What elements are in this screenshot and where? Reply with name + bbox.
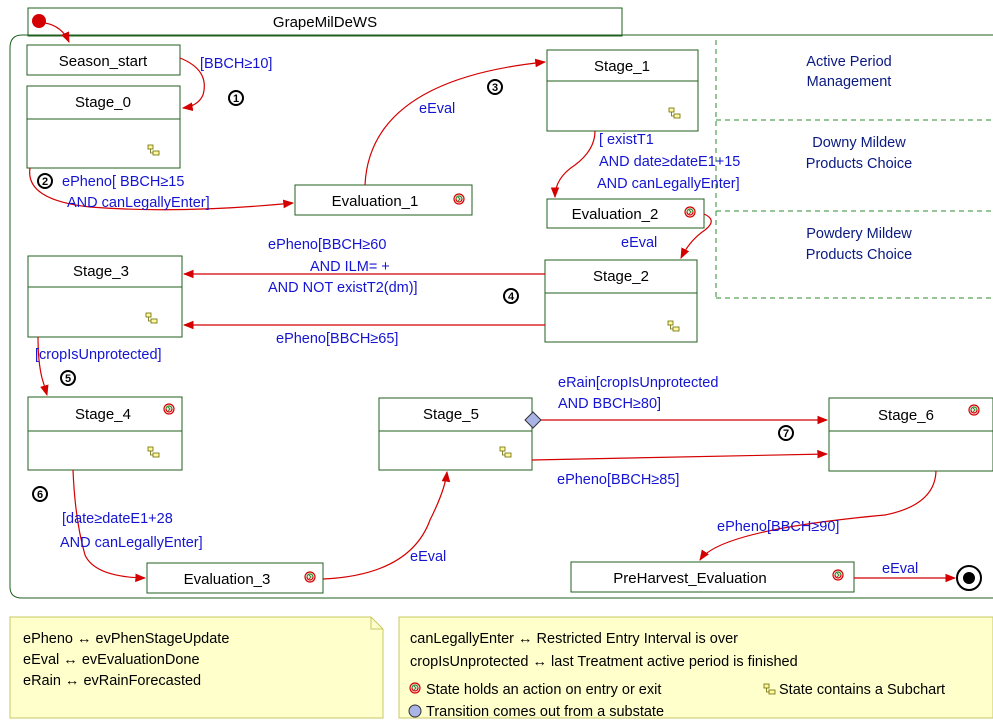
svg-text:7: 7 bbox=[783, 428, 789, 440]
zone-3-line1: Powdery Mildew bbox=[806, 226, 912, 242]
label-epheno65: ePheno[BBCH≥65] bbox=[276, 331, 398, 347]
state-evaluation-2-label: Evaluation_2 bbox=[572, 206, 659, 223]
step-marker-6: 6 bbox=[32, 486, 48, 502]
step-marker-7: 7 bbox=[778, 425, 794, 441]
step-marker-4: 4 bbox=[503, 288, 519, 304]
step-marker-1: 1 bbox=[228, 90, 244, 106]
state-stage-5[interactable]: Stage_5 bbox=[378, 397, 533, 471]
step-marker-3: 3 bbox=[487, 79, 503, 95]
action-icon bbox=[453, 193, 465, 205]
action-icon bbox=[304, 571, 316, 583]
svg-text:2: 2 bbox=[42, 176, 48, 188]
legend-event-2: eEval ↔ evEvaluationDone bbox=[23, 652, 200, 668]
transitions bbox=[29, 57, 957, 583]
legend-events-note: ePheno ↔ evPhenStageUpdate eEval ↔ evEva… bbox=[9, 616, 384, 719]
substate-transition-icon bbox=[524, 411, 542, 429]
title-tab: GrapeMilDeWS bbox=[27, 7, 623, 37]
step-marker-2: 2 bbox=[37, 173, 53, 189]
state-evaluation-1-label: Evaluation_1 bbox=[332, 193, 419, 210]
zone-1-line2: Management bbox=[807, 74, 892, 90]
label-bbch10: [BBCH≥10] bbox=[200, 56, 272, 72]
label-date28-b: AND canLegallyEnter] bbox=[60, 535, 203, 551]
state-preharvest-evaluation[interactable]: PreHarvest_Evaluation bbox=[570, 561, 855, 593]
zone-3-line2: Products Choice bbox=[806, 247, 912, 263]
diagram-title: GrapeMilDeWS bbox=[273, 14, 377, 31]
legend-subchart-text: State contains a Subchart bbox=[779, 682, 945, 698]
state-stage-4[interactable]: Stage_4 bbox=[27, 396, 183, 471]
state-stage-5-label: Stage_5 bbox=[423, 406, 479, 423]
label-epheno85: ePheno[BBCH≥85] bbox=[557, 472, 679, 488]
substate-transition-icon bbox=[408, 704, 422, 718]
label-existt1-c: AND canLegallyEnter] bbox=[597, 176, 740, 192]
svg-text:1: 1 bbox=[233, 93, 239, 105]
legend-meaning-note: canLegallyEnter ↔ Restricted Entry Inter… bbox=[398, 616, 993, 720]
zone-2-line1: Downy Mildew bbox=[812, 135, 906, 151]
action-icon bbox=[968, 404, 980, 416]
action-icon bbox=[163, 403, 175, 415]
legend-action-text: State holds an action on entry or exit bbox=[426, 682, 661, 698]
state-preharvest-label: PreHarvest_Evaluation bbox=[613, 570, 766, 587]
label-eval-s5: eEval bbox=[410, 549, 446, 565]
initial-state-icon bbox=[32, 14, 70, 43]
step-marker-5: 5 bbox=[60, 370, 76, 386]
label-existt1-b: AND date≥dateE1+15 bbox=[599, 154, 740, 170]
state-stage-0-label: Stage_0 bbox=[75, 94, 131, 111]
zone-1-line1: Active Period bbox=[806, 54, 891, 70]
zone-2-line2: Products Choice bbox=[806, 156, 912, 172]
label-epheno15-b: AND canLegallyEnter] bbox=[67, 195, 210, 211]
label-epheno15-a: ePheno[ BBCH≥15 bbox=[62, 174, 184, 190]
state-stage-2-label: Stage_2 bbox=[593, 268, 649, 285]
label-eval-final: eEval bbox=[882, 561, 918, 577]
legend-meaning-1: canLegallyEnter ↔ Restricted Entry Inter… bbox=[410, 631, 738, 647]
state-stage-6-label: Stage_6 bbox=[878, 407, 934, 424]
label-erain-a: eRain[cropIsUnprotected bbox=[558, 375, 718, 391]
state-stage-3[interactable]: Stage_3 bbox=[27, 255, 183, 338]
transition-labels: [BBCH≥10] ePheno[ BBCH≥15 AND canLegally… bbox=[35, 56, 918, 577]
svg-text:3: 3 bbox=[492, 82, 498, 94]
label-crop-unprotected: [cropIsUnprotected] bbox=[35, 347, 162, 363]
zone-dividers bbox=[715, 40, 993, 299]
label-eval-e2: eEval bbox=[621, 235, 657, 251]
label-date28-a: [date≥dateE1+28 bbox=[62, 511, 173, 527]
state-evaluation-3-label: Evaluation_3 bbox=[184, 571, 271, 588]
svg-text:6: 6 bbox=[37, 489, 43, 501]
action-icon bbox=[832, 569, 844, 581]
legend-substate-text: Transition comes out from a substate bbox=[426, 704, 664, 720]
label-erain-b: AND BBCH≥80] bbox=[558, 396, 661, 412]
state-stage-6[interactable]: Stage_6 bbox=[828, 397, 993, 472]
state-evaluation-2[interactable]: Evaluation_2 bbox=[546, 198, 705, 229]
svg-text:5: 5 bbox=[65, 373, 71, 385]
state-stage-0[interactable]: Stage_0 bbox=[26, 85, 181, 169]
state-evaluation-1[interactable]: Evaluation_1 bbox=[294, 184, 473, 216]
action-icon bbox=[409, 682, 421, 694]
state-evaluation-3[interactable]: Evaluation_3 bbox=[146, 562, 324, 594]
state-stage-3-label: Stage_3 bbox=[73, 263, 129, 280]
state-stage-1[interactable]: Stage_1 bbox=[546, 49, 699, 132]
outer-frame bbox=[9, 34, 993, 599]
label-existt1-a: [ existT1 bbox=[599, 132, 654, 148]
label-epheno90: ePheno[BBCH≥90] bbox=[717, 519, 839, 535]
final-state-icon bbox=[956, 565, 982, 591]
label-epheno60-b: AND ILM= + bbox=[310, 259, 390, 275]
label-epheno60-a: ePheno[BBCH≥60 bbox=[268, 237, 386, 253]
state-stage-4-label: Stage_4 bbox=[75, 406, 131, 423]
label-eval-s1: eEval bbox=[419, 101, 455, 117]
svg-text:4: 4 bbox=[508, 291, 515, 303]
state-stage-2[interactable]: Stage_2 bbox=[544, 259, 698, 343]
legend-event-1: ePheno ↔ evPhenStageUpdate bbox=[23, 631, 229, 647]
state-season-start-label: Season_start bbox=[59, 53, 148, 70]
legend-event-3: eRain ↔ evRainForecasted bbox=[23, 673, 201, 689]
legend-meaning-2: cropIsUnprotected ↔ last Treatment activ… bbox=[410, 654, 798, 670]
state-stage-1-label: Stage_1 bbox=[594, 58, 650, 75]
label-epheno60-c: AND NOT existT2(dm)] bbox=[268, 280, 418, 296]
action-icon bbox=[684, 206, 696, 218]
state-season-start[interactable]: Season_start bbox=[26, 44, 181, 76]
